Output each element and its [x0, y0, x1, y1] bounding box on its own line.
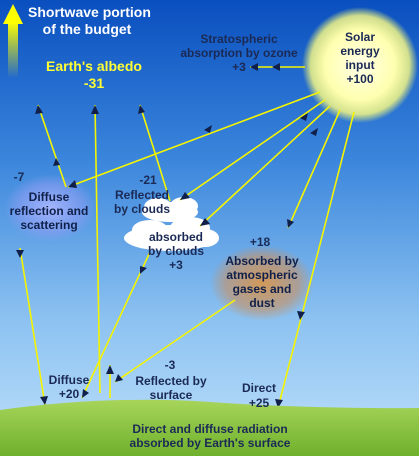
absclouds-line2: by clouds	[147, 244, 204, 258]
rays	[19, 66, 355, 409]
ray-solar-atm	[287, 109, 341, 229]
atm-line3: gases and	[232, 282, 292, 296]
surfref-line2: surface	[149, 388, 193, 402]
ray-solar-direct	[277, 111, 355, 409]
clouds-value: -21	[139, 173, 157, 187]
solar-line2: energy	[340, 44, 380, 58]
atm-line1: Absorbed by	[225, 254, 299, 268]
ray-cloud-down	[81, 251, 151, 399]
albedo-line1: Earth's albedo	[46, 58, 142, 74]
diffuse-value: -7	[13, 170, 25, 184]
surfdiff-line1: Diffuse	[48, 373, 90, 387]
solar-line3: input	[345, 58, 375, 72]
atm-line2: atmospheric	[226, 268, 298, 282]
solar-line1: Solar	[344, 30, 375, 44]
clouds-line2: by clouds	[113, 202, 170, 216]
ray-diffuse-down	[19, 247, 46, 406]
arrowheads	[16, 63, 318, 408]
atm-line4: dust	[249, 296, 275, 310]
atmosphere-glow	[210, 245, 314, 321]
surfdiff-value: +20	[58, 387, 80, 401]
ray-diffuse-up	[37, 104, 67, 188]
ray-solar-diffuse	[67, 91, 321, 188]
diffuse-line2: reflection and	[9, 204, 89, 218]
direct-value: +25	[248, 396, 270, 410]
diffuse-line1: Diffuse	[28, 190, 70, 204]
absclouds-value: +3	[169, 258, 183, 272]
albedo-value: -31	[83, 75, 105, 91]
solar-value: +100	[346, 72, 374, 86]
clouds-line1: Reflected	[114, 188, 170, 202]
title-line1: Shortwave portion	[28, 4, 151, 20]
diffuse-glow	[4, 174, 96, 242]
ray-solar-clouds	[179, 99, 326, 201]
ray-surf-up	[94, 104, 101, 394]
ozone-line1: Stratospheric	[200, 32, 278, 46]
title-line2: of the budget	[42, 21, 132, 37]
atm-value: +18	[249, 235, 271, 249]
albedo-arrow	[3, 4, 23, 78]
cloud-upper	[142, 197, 198, 222]
ray-surf-reflect	[114, 299, 236, 383]
cloud-lower	[124, 217, 219, 251]
ground-line2: absorbed by Earth's surface	[129, 436, 291, 450]
direct-line1: Direct	[241, 381, 276, 395]
ground	[0, 399, 419, 456]
absclouds-line1: absorbed	[148, 230, 203, 244]
surfref-value: -3	[164, 358, 176, 372]
ozone-value: +3	[232, 60, 246, 74]
ozone-line2: absorption by ozone	[180, 46, 298, 60]
sun	[302, 7, 418, 123]
diffuse-line3: scattering	[20, 218, 78, 232]
ground-line1: Direct and diffuse radiation	[132, 422, 288, 436]
surfref-line1: Reflected by	[135, 374, 207, 388]
ray-solar-cloudabs	[199, 105, 331, 227]
ray-clouds-up	[139, 104, 171, 202]
